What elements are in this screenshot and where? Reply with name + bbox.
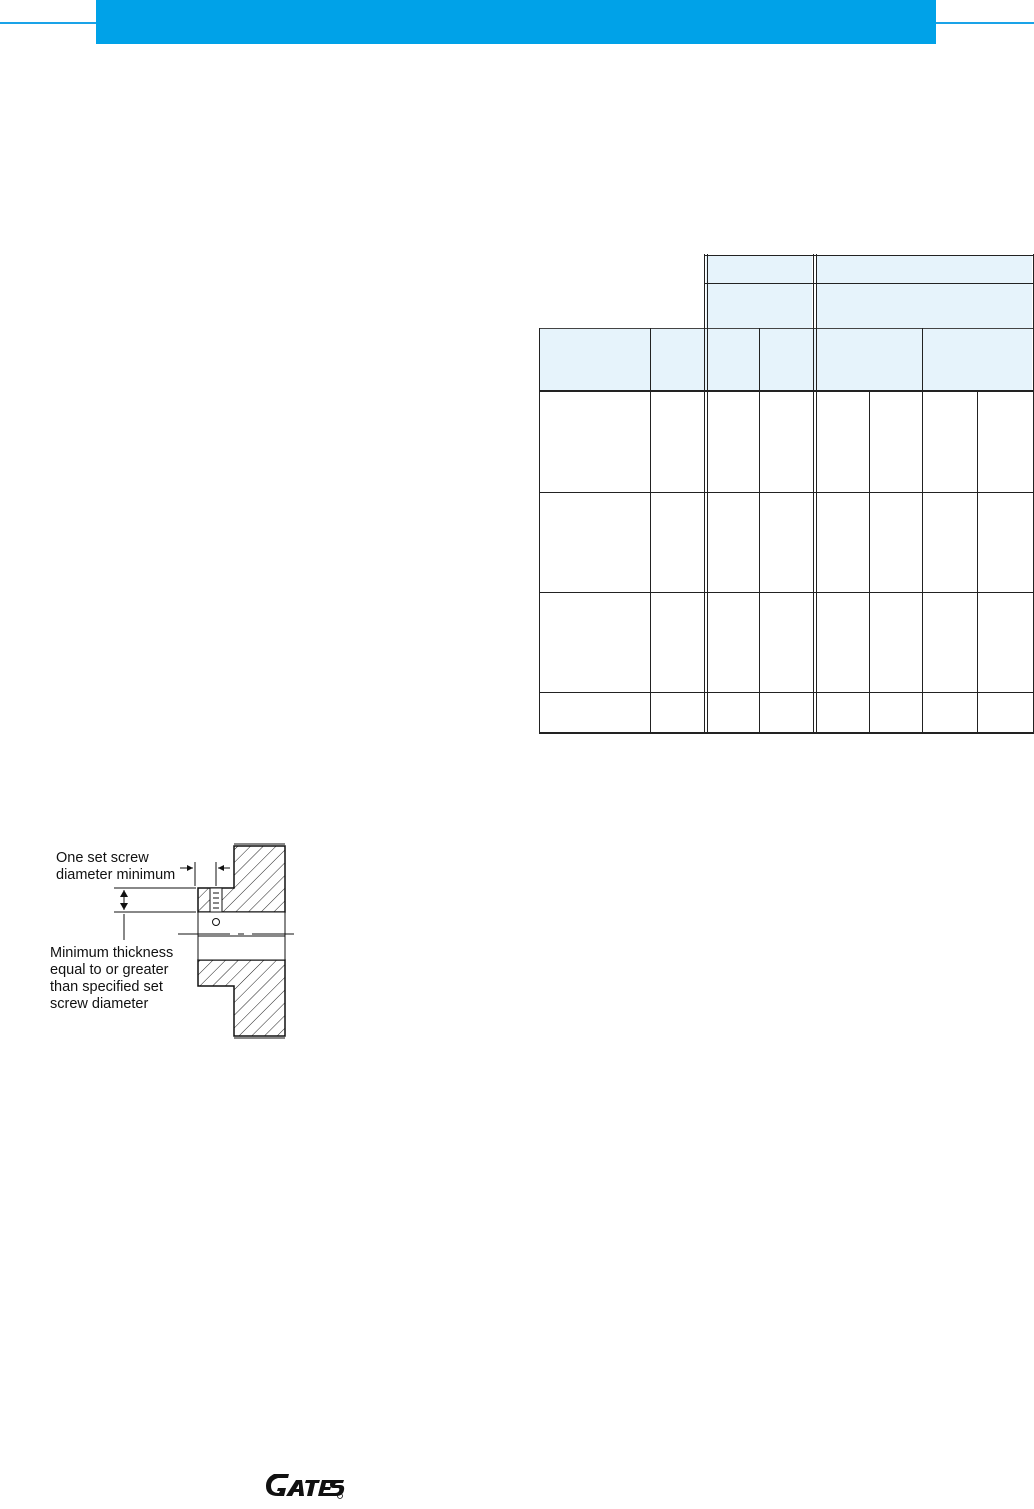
table-group-header-2 — [817, 256, 1032, 283]
set-screw — [209, 887, 223, 913]
dimensions-table — [539, 254, 1034, 734]
table-grid — [539, 254, 1034, 734]
table-column-header-row — [540, 329, 1032, 390]
gates-logo — [262, 1468, 362, 1504]
thickness-label-line1: Minimum thickness — [50, 945, 173, 961]
header-bar — [96, 0, 936, 44]
table-subgroup-header-2 — [817, 284, 1032, 328]
table-group-header-1 — [706, 256, 812, 283]
table-subgroup-header-1 — [706, 284, 812, 328]
hub-cross-section-drawing: One set screw diameter minimum Minimum t… — [50, 843, 294, 1039]
hub-lower-section — [197, 959, 286, 1037]
set-screw-label-line2: diameter minimum — [56, 867, 175, 883]
thickness-label-line3: than specified set — [50, 979, 163, 995]
screw-end-symbol — [212, 918, 220, 926]
gates-logo-icon — [266, 1474, 345, 1499]
set-screw-label-line1: One set screw — [56, 850, 149, 866]
thickness-label-line4: screw diameter — [50, 996, 148, 1012]
set-screw-diagram: One set screw diameter minimum Minimum t… — [40, 840, 310, 1050]
thickness-label-line2: equal to or greater — [50, 962, 169, 978]
